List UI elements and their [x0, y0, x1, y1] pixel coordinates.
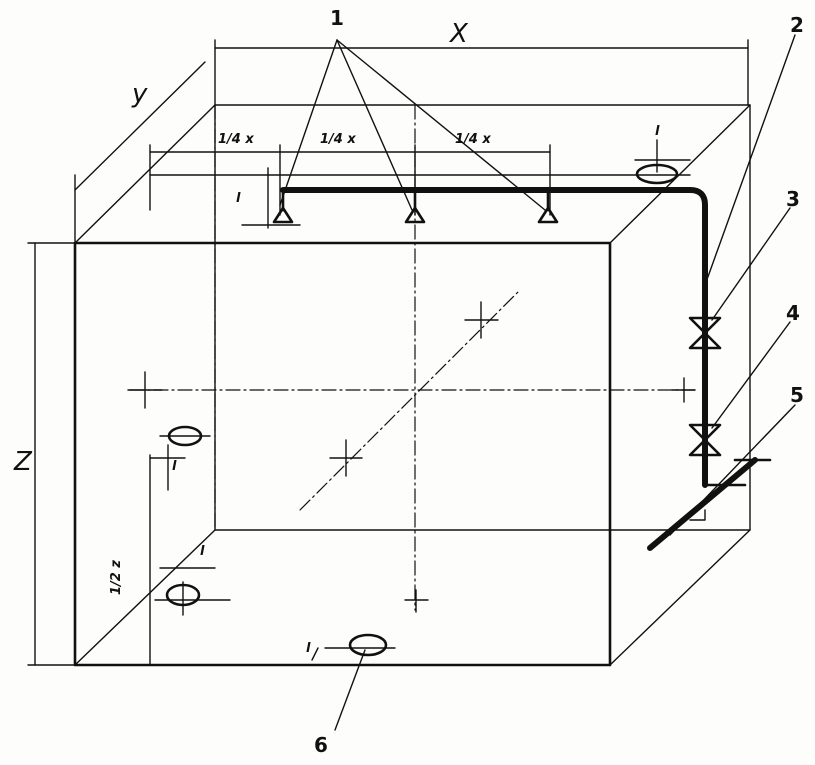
centerline-diagonal	[299, 289, 521, 511]
manifold	[647, 457, 772, 551]
valve-3-body	[688, 316, 722, 350]
leader-1a	[279, 39, 338, 206]
leader-lines	[279, 34, 796, 731]
dim-l-top-left: l	[236, 191, 241, 206]
pipe-system	[272, 139, 708, 488]
nozzle-2	[404, 188, 426, 224]
dim-quarter-x-1: 1/4 x	[218, 132, 254, 147]
callout-1: 1	[330, 6, 344, 30]
dim-l-top-right: l	[655, 124, 660, 139]
dimension-labels: 1/4 x 1/4 x 1/4 x 1/2 z l l l l l	[109, 124, 660, 656]
dim-l-bottom: l	[306, 641, 311, 656]
leader-1b	[336, 39, 413, 211]
front-face	[73, 241, 612, 667]
dim-l-side-low: l	[200, 544, 205, 559]
manifold-pipe	[647, 457, 758, 551]
nozzle-3	[537, 188, 559, 224]
supply-pipe	[280, 187, 708, 488]
dim-half-z: 1/2 z	[109, 560, 124, 595]
leader-5	[669, 404, 796, 536]
edge-top-right	[609, 104, 751, 244]
point-cross-lower	[329, 439, 363, 477]
wall-detector-lower	[154, 567, 231, 616]
axis-labels: X y Z	[13, 19, 469, 477]
measurement-points	[127, 301, 696, 613]
floor-detector	[311, 633, 396, 661]
dimension-lines	[27, 39, 749, 666]
valve-4	[688, 423, 722, 457]
axis-z-label: Z	[13, 447, 33, 477]
dim-y-line	[74, 61, 206, 191]
enclosure-box	[73, 104, 751, 667]
callout-6: 6	[314, 733, 328, 757]
leader-3	[711, 207, 791, 321]
edge-top-left	[74, 104, 216, 244]
point-cross-left	[127, 371, 163, 409]
point-cross-floor	[404, 589, 429, 613]
dim-quarter-x-3: 1/4 x	[455, 132, 491, 147]
wall-detector-upper	[149, 425, 211, 491]
point-cross-right	[671, 377, 696, 403]
callout-labels: 1 2 3 4 5 6	[314, 6, 804, 757]
manifold-fitting	[689, 509, 706, 521]
leader-6	[334, 649, 366, 731]
leader-2	[704, 34, 796, 286]
edge-bottom-right	[609, 529, 751, 666]
axis-x-label: X	[448, 19, 469, 49]
callout-4: 4	[786, 301, 800, 325]
dim-l-side: l	[172, 459, 177, 474]
valve-4-body	[688, 423, 722, 457]
callout-5: 5	[790, 383, 804, 407]
nozzle-1	[272, 188, 294, 224]
point-cross-upper	[464, 301, 499, 339]
callout-3: 3	[786, 187, 800, 211]
edge-bottom-left	[74, 529, 216, 666]
callout-2: 2	[790, 13, 804, 37]
dim-quarter-x-2: 1/4 x	[320, 132, 356, 147]
leader-4	[711, 321, 791, 429]
back-face	[214, 104, 751, 531]
valve-3	[688, 316, 722, 350]
axis-y-label: y	[131, 79, 148, 109]
leader-1c	[336, 39, 546, 211]
